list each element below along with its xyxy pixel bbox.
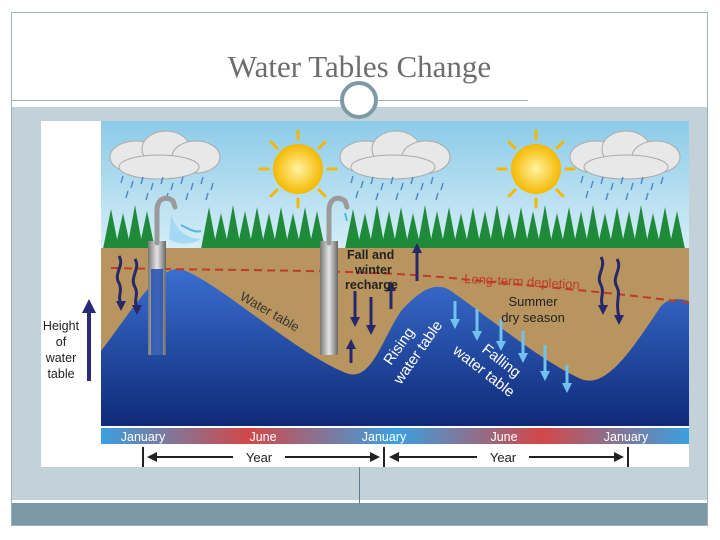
year-range-arrows (142, 447, 629, 467)
arrowhead-icon (450, 319, 572, 393)
fall-recharge-line: winter (354, 263, 392, 277)
timeline-bar (101, 428, 689, 444)
arrowhead-icon (350, 317, 376, 335)
height-axis-word: table (47, 367, 74, 381)
height-axis-word: of (56, 335, 67, 349)
arrowhead-icon (116, 301, 624, 325)
falling-arrows (453, 301, 569, 383)
month-label: January (604, 430, 649, 444)
slide-frame (11, 12, 708, 526)
summer-line: Summer (508, 294, 558, 309)
fall-recharge-line: Fall and (347, 248, 394, 262)
groundwater (101, 268, 689, 426)
height-axis-word: Height (43, 319, 80, 333)
rising-arrows (349, 251, 419, 363)
depletion-line (110, 267, 690, 304)
summer-line: dry season (501, 310, 565, 325)
year-label: Year (246, 450, 273, 465)
forest-treeline (103, 205, 685, 249)
title-rule-left (12, 100, 342, 101)
water-table-diagram: Height of water table Water table Fall a… (41, 121, 690, 467)
fall-recharge-label: Fall and winter recharge (345, 248, 398, 292)
year-label: Year (490, 450, 517, 465)
height-axis-label: Height of water table (43, 319, 80, 381)
well-water (151, 269, 163, 355)
arrowhead-icon (147, 452, 624, 462)
sun-icon (258, 129, 338, 209)
depletion-label: Long-term depletion (464, 271, 580, 292)
timeline-months: January June January June January (121, 430, 649, 444)
summer-label: Summer dry season (501, 294, 565, 325)
footer-bar (12, 503, 707, 525)
rain-cloud-icon (109, 130, 221, 201)
recharge-arrows (115, 255, 621, 318)
month-label: June (490, 430, 517, 444)
rain-cloud-icon (569, 130, 681, 201)
rain-cloud-icon (339, 130, 451, 201)
month-label: January (362, 430, 407, 444)
divider-line (359, 467, 360, 503)
well-pump-icon (320, 195, 350, 355)
year-labels: Year Year (246, 450, 517, 465)
recharge-down-arrows (353, 291, 373, 325)
ring-ornament-icon (340, 81, 378, 119)
arrowhead-icon (346, 243, 422, 349)
slide-title: Water Tables Change (227, 49, 492, 84)
fall-recharge-line: recharge (345, 278, 398, 292)
month-label: June (249, 430, 276, 444)
arrowhead-icon (82, 299, 96, 313)
month-label: January (121, 430, 166, 444)
title-rule-right (378, 100, 528, 101)
height-axis-word: water (45, 351, 77, 365)
sun-icon (496, 129, 576, 209)
